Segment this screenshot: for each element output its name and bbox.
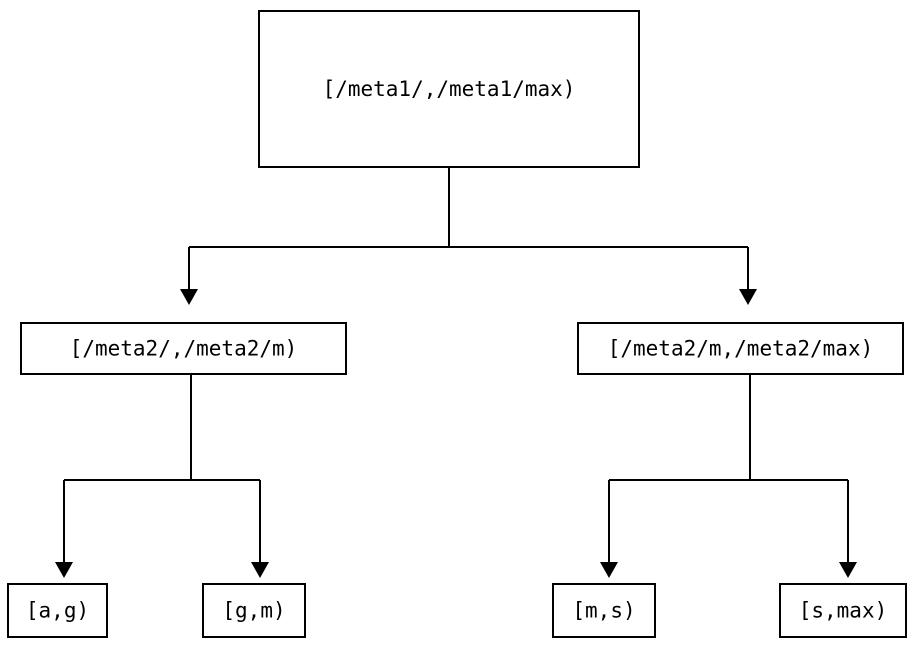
node-leaf-4[interactable]: [s,max) — [778, 582, 908, 639]
node-mid-left-label: [/meta2/,/meta2/m) — [70, 337, 298, 361]
node-root[interactable]: [/meta1/,/meta1/max) — [257, 9, 641, 169]
node-leaf-1-box[interactable] — [6, 582, 109, 639]
arrowhead-mid-left-to-leaf-1 — [55, 562, 73, 578]
node-mid-right-label: [/meta2/m,/meta2/max) — [608, 337, 874, 361]
node-mid-left[interactable]: [/meta2/,/meta2/m) — [19, 321, 348, 376]
arrowhead-root-to-mid-right — [739, 289, 757, 305]
node-leaf-3-label: [m,s) — [572, 599, 635, 623]
edge-group-root — [180, 167, 757, 305]
node-leaf-1[interactable]: [a,g) — [6, 582, 109, 639]
node-leaf-4-label: [s,max) — [799, 599, 888, 623]
node-leaf-2-box[interactable] — [201, 582, 307, 639]
edge-group-mid-right — [600, 374, 857, 578]
node-mid-right-box[interactable] — [576, 321, 905, 376]
edge-group-mid-left — [55, 374, 269, 578]
node-mid-left-box[interactable] — [19, 321, 348, 376]
node-leaf-4-box[interactable] — [778, 582, 908, 639]
arrowhead-root-to-mid-left — [180, 289, 198, 305]
node-root-box[interactable] — [257, 9, 641, 169]
node-leaf-3[interactable]: [m,s) — [551, 582, 657, 639]
node-root-label: [/meta1/,/meta1/max) — [323, 77, 576, 101]
node-leaf-2-label: [g,m) — [222, 599, 285, 623]
node-mid-right[interactable]: [/meta2/m,/meta2/max) — [576, 321, 905, 376]
arrowhead-mid-right-to-leaf-3 — [600, 562, 618, 578]
node-leaf-3-box[interactable] — [551, 582, 657, 639]
arrowhead-mid-right-to-leaf-4 — [839, 562, 857, 578]
node-leaf-1-label: [a,g) — [26, 599, 89, 623]
arrowhead-mid-left-to-leaf-2 — [251, 562, 269, 578]
node-leaf-2[interactable]: [g,m) — [201, 582, 307, 639]
